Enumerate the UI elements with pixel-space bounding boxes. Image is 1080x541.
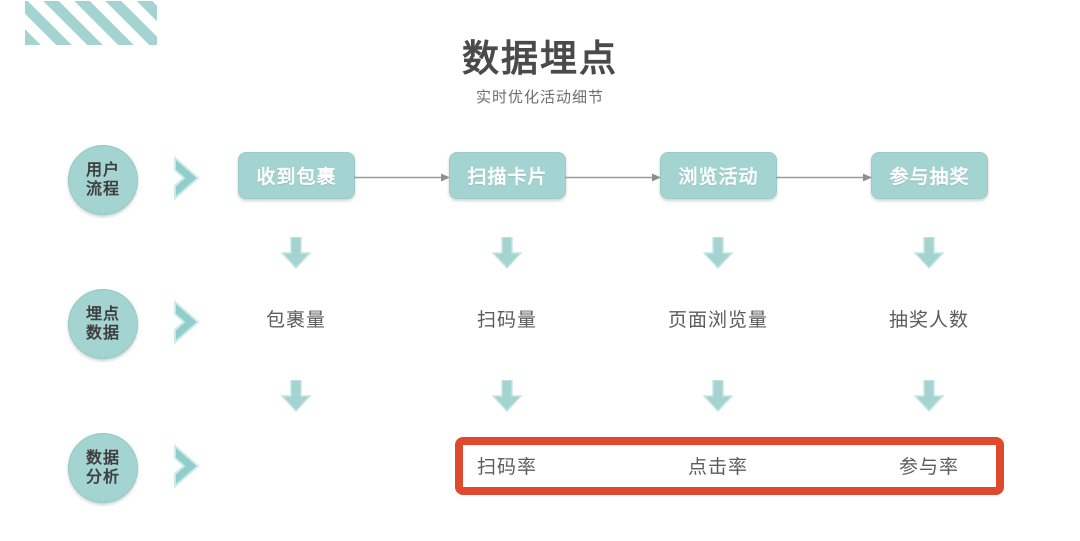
badge-data-analysis: 数据 分析 [68,433,138,503]
arrow-down-icon [703,237,733,269]
arrow-down-icon [492,380,522,412]
badge-tracking-data: 埋点 数据 [68,289,138,359]
arrow-down-icon [914,380,944,412]
flow-box-3[interactable]: 浏览活动 [660,152,777,199]
metric-label-1: 包裹量 [265,310,326,331]
analysis-highlight-box [455,437,1004,495]
arrow-down-icon [281,237,311,269]
arrow-right-connector-icon [776,173,872,182]
metric-label-3: 页面浏览量 [667,310,768,331]
flow-box-2[interactable]: 扫描卡片 [449,152,566,199]
chevron-right-icon [172,155,202,201]
badge-line-1: 数据 [85,450,120,467]
badge-user-flow: 用户 流程 [68,145,138,215]
chevron-right-icon [172,299,202,345]
badge-line-1: 用户 [85,162,120,179]
metric-label-4: 抽奖人数 [888,310,969,331]
badge-line-2: 流程 [85,181,120,198]
badge-line-2: 分析 [85,469,120,486]
flow-box-1[interactable]: 收到包裹 [238,152,355,199]
arrow-right-connector-icon [565,173,661,182]
arrow-down-icon [281,380,311,412]
badge-line-1: 埋点 [85,306,120,323]
arrow-right-connector-icon [354,173,450,182]
arrow-down-icon [914,237,944,269]
rate-label-1: 扫码率 [476,457,537,478]
arrow-down-icon [492,237,522,269]
metric-label-2: 扫码量 [476,310,537,331]
badge-line-2: 数据 [85,325,120,342]
rate-label-3: 参与率 [898,457,959,478]
arrow-down-icon [703,380,733,412]
rate-label-2: 点击率 [687,457,748,478]
chevron-right-icon [172,443,202,489]
page-title: 数据埋点 [462,38,618,79]
diagonal-stripes-decoration [25,1,157,45]
flow-box-4[interactable]: 参与抽奖 [871,152,988,199]
page-subtitle: 实时优化活动细节 [475,89,604,106]
